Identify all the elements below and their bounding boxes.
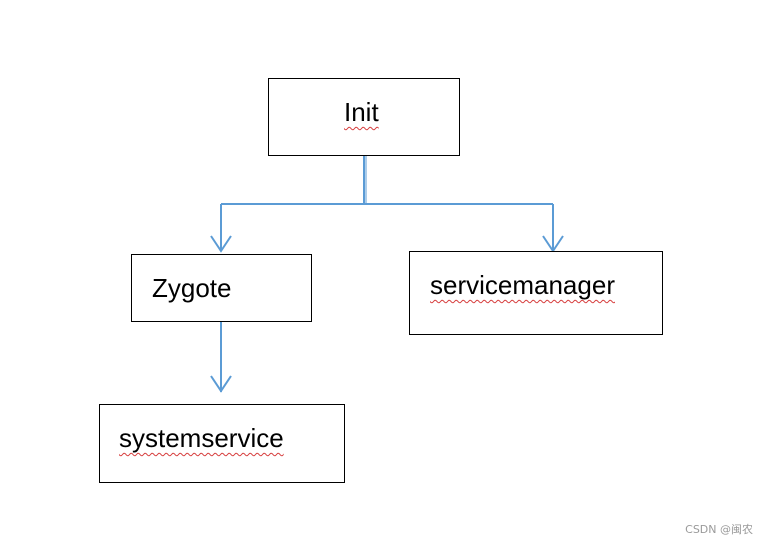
servicemanager-label: servicemanager [430, 270, 615, 300]
systemservice-node [99, 404, 345, 483]
systemservice-label: systemservice [119, 423, 284, 453]
arrowhead-zygote [210, 235, 232, 253]
watermark-text: CSDN @闽农 [685, 523, 753, 536]
zygote-label: Zygote [152, 273, 232, 303]
init-label: Init [344, 97, 379, 127]
init-node [268, 78, 460, 156]
zygote-node [131, 254, 312, 322]
arrowhead-systemservice [210, 375, 232, 393]
servicemanager-node [409, 251, 663, 335]
